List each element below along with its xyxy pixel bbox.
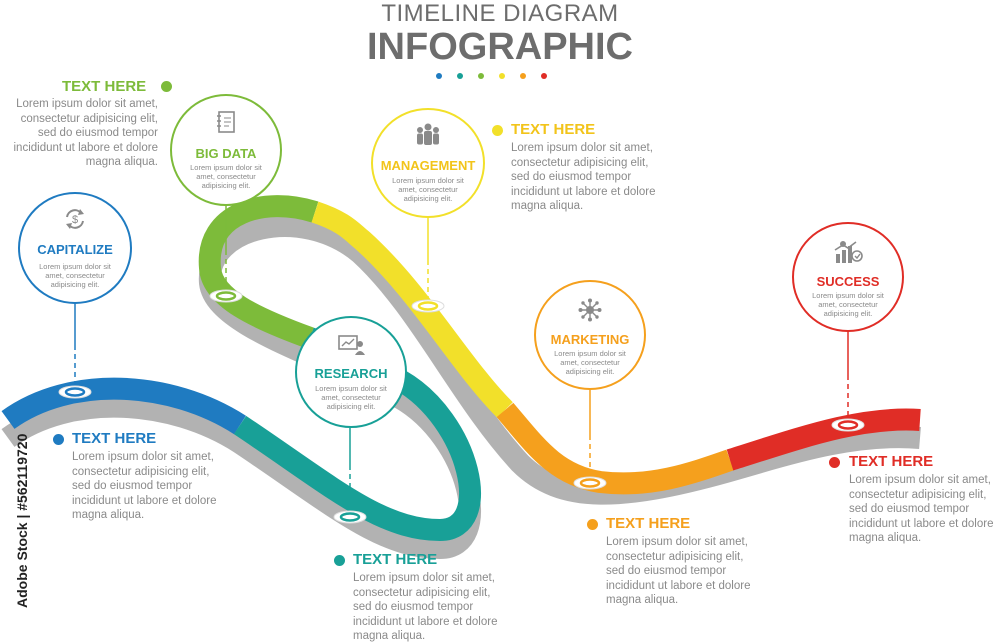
bullet-dot: [161, 81, 172, 92]
step-title-research: RESEARCH: [314, 366, 388, 381]
step-title-big-data: BIG DATA: [195, 146, 257, 161]
svg-text:$: $: [72, 214, 78, 226]
color-dot: [457, 73, 463, 79]
step-circle-big-data: BIG DATA Lorem ipsum dolor sit amet, con…: [170, 94, 282, 206]
step-circle-text-success: Lorem ipsum dolor sit amet, consectetur …: [812, 291, 884, 318]
bullet-dot: [829, 457, 840, 468]
step-title-success: SUCCESS: [816, 274, 880, 289]
bullet-dot: [492, 125, 503, 136]
bullet-dot: [53, 434, 64, 445]
step-circle-management: MANAGEMENT Lorem ipsum dolor sit amet, c…: [371, 108, 485, 218]
step-heading-success: TEXT HERE: [849, 453, 934, 470]
step-paragraph-big-data: Lorem ipsum dolor sit amet, consectetur …: [13, 98, 159, 168]
step-circle-text-marketing: Lorem ipsum dolor sit amet, consectetur …: [554, 349, 626, 376]
diagram-title: INFOGRAPHIC: [367, 26, 633, 68]
color-dot: [478, 73, 484, 79]
road-segment-red: [726, 408, 921, 471]
notebook-icon: [172, 110, 280, 139]
color-dot: [541, 73, 547, 79]
road-segment-blue: [1, 377, 246, 435]
team-icon: [373, 122, 483, 153]
step-circle-text-big-data: Lorem ipsum dolor sit amet, consectetur …: [190, 163, 262, 190]
step-paragraph-capitalize: Lorem ipsum dolor sit amet, consectetur …: [72, 451, 217, 521]
bullet-dot: [587, 519, 598, 530]
dollar-cycle-icon: $: [20, 206, 130, 237]
step-paragraph-marketing: Lorem ipsum dolor sit amet, consectetur …: [606, 536, 751, 606]
step-circle-capitalize: $ CAPITALIZE Lorem ipsum dolor sit amet,…: [18, 192, 132, 304]
step-circle-text-capitalize: Lorem ipsum dolor sit amet, consectetur …: [39, 262, 111, 289]
color-dot: [499, 73, 505, 79]
step-paragraph-management: Lorem ipsum dolor sit amet, consectetur …: [511, 142, 656, 212]
step-circle-research: RESEARCH Lorem ipsum dolor sit amet, con…: [295, 316, 407, 428]
step-title-capitalize: CAPITALIZE: [37, 242, 113, 257]
step-heading-marketing: TEXT HERE: [606, 515, 691, 532]
step-circle-marketing: MARKETING Lorem ipsum dolor sit amet, co…: [534, 280, 646, 390]
color-dot-row: [436, 73, 547, 79]
step-heading-capitalize: TEXT HERE: [72, 430, 157, 447]
stock-id-label: Adobe Stock | #562119720: [14, 433, 30, 608]
step-paragraph-success: Lorem ipsum dolor sit amet, consectetur …: [849, 474, 994, 544]
step-circle-success: SUCCESS Lorem ipsum dolor sit amet, cons…: [792, 222, 904, 332]
step-heading-research: TEXT HERE: [353, 551, 438, 568]
road-segment-yellow: [311, 201, 513, 418]
growth-chart-icon: [794, 240, 902, 269]
step-title-marketing: MARKETING: [550, 332, 630, 347]
step-heading-management: TEXT HERE: [511, 121, 596, 138]
step-circle-text-management: Lorem ipsum dolor sit amet, consectetur …: [392, 176, 464, 203]
color-dot: [436, 73, 442, 79]
road-segment-green: [198, 195, 319, 349]
step-circle-text-research: Lorem ipsum dolor sit amet, consectetur …: [315, 384, 387, 411]
step-paragraph-research: Lorem ipsum dolor sit amet, consectetur …: [353, 572, 498, 642]
diagram-subtitle: TIMELINE DIAGRAM: [381, 0, 619, 27]
presentation-icon: [297, 334, 405, 361]
step-heading-big-data: TEXT HERE: [62, 78, 147, 95]
step-title-management: MANAGEMENT: [380, 158, 476, 173]
network-icon: [536, 298, 644, 327]
bullet-dot: [334, 555, 345, 566]
color-dot: [520, 73, 526, 79]
